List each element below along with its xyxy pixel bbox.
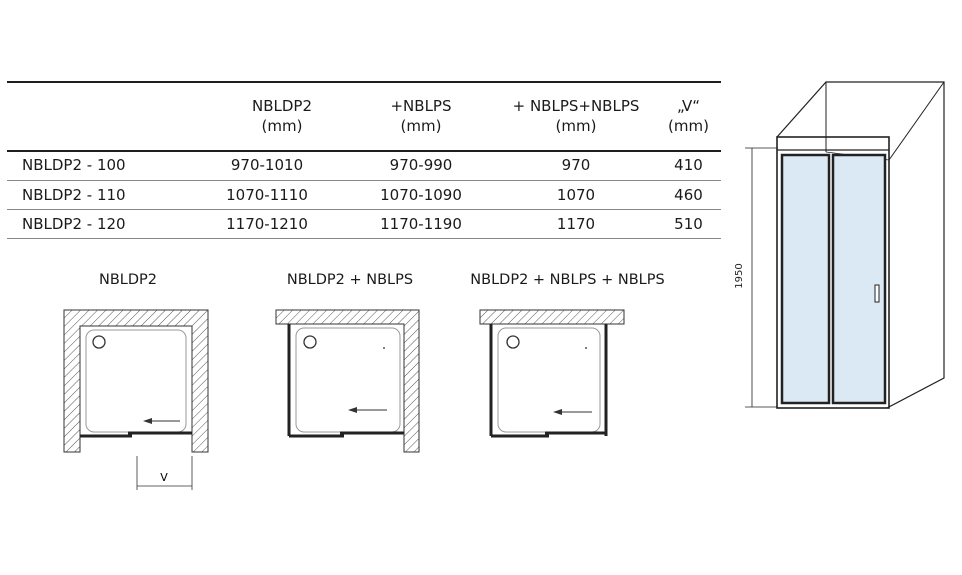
cell-model: NBLDP2 - 120: [7, 209, 188, 239]
cell-v: 410: [656, 151, 721, 181]
header-v: „V“ (mm): [668, 97, 709, 135]
cell-model: NBLDP2 - 110: [7, 180, 188, 210]
drain-icon: [303, 335, 317, 349]
wall-hatch: [275, 309, 420, 453]
cell-nbldp2: 1070-1110: [188, 180, 346, 210]
cell-model: NBLDP2 - 100: [7, 151, 188, 181]
cell-v: 510: [656, 209, 721, 239]
tray-dot: [383, 347, 385, 349]
plan-nbldp2: V: [63, 309, 209, 490]
slide-arrow-icon: [143, 418, 152, 424]
tray-dot: [585, 347, 587, 349]
table-row: NBLDP2 - 110 1070-1110 1070-1090 1070 46…: [7, 180, 721, 210]
cell-nbldp2: 1170-1210: [188, 209, 346, 239]
door-elevation: [745, 81, 945, 409]
cell-v: 460: [656, 180, 721, 210]
door-frame: [776, 136, 890, 409]
height-label: 1950: [734, 263, 745, 288]
plan-title-nbldp2-nblps-nblps: NBLDP2 + NBLPS + NBLPS: [470, 272, 665, 288]
table-row: NBLDP2 - 100 970-1010 970-990 970 410: [7, 151, 721, 181]
header-nbldp2: NBLDP2 (mm): [251, 97, 312, 135]
cell-nblps: 1170-1190: [346, 209, 496, 239]
table-row: NBLDP2 - 120 1170-1210 1170-1190 1170 51…: [7, 209, 721, 239]
shower-tray: [85, 329, 187, 433]
dimension-v-label: V: [160, 471, 168, 484]
wall-hatch: [63, 309, 209, 453]
plan-title-nbldp2-nblps: NBLDP2 + NBLPS: [286, 272, 414, 288]
dimension-table: NBLDP2 (mm) +NBLPS (mm) + NBLPS+NBLPS (m…: [7, 81, 721, 239]
wall-hatch: [479, 309, 625, 325]
door-handle-icon: [874, 284, 880, 303]
table-header-row: NBLDP2 (mm) +NBLPS (mm) + NBLPS+NBLPS (m…: [7, 81, 721, 151]
header-nblps-nblps: + NBLPS+NBLPS (mm): [512, 97, 640, 135]
cell-nblps-nblps: 970: [496, 151, 656, 181]
enclosure-edge: [888, 81, 945, 161]
drain-icon: [92, 335, 106, 349]
cell-nblps: 1070-1090: [346, 180, 496, 210]
glass-panel-left: [780, 153, 831, 405]
plan-nbldp2-nblps-nblps: [479, 309, 625, 438]
plan-title-nbldp2: NBLDP2: [98, 272, 157, 288]
cell-nblps-nblps: 1170: [496, 209, 656, 239]
table-top-rule: [7, 81, 721, 83]
cell-nbldp2: 970-1010: [188, 151, 346, 181]
drain-icon: [506, 335, 520, 349]
cell-nblps: 970-990: [346, 151, 496, 181]
plan-nbldp2-nblps: [275, 309, 420, 453]
glass-panel-right: [831, 153, 887, 405]
cell-nblps-nblps: 1070: [496, 180, 656, 210]
slide-arrow-icon: [348, 407, 357, 413]
shower-tray: [497, 327, 601, 433]
slide-arrow-icon: [553, 409, 562, 415]
shower-tray: [295, 327, 401, 433]
header-nblps: +NBLPS (mm): [390, 97, 452, 135]
